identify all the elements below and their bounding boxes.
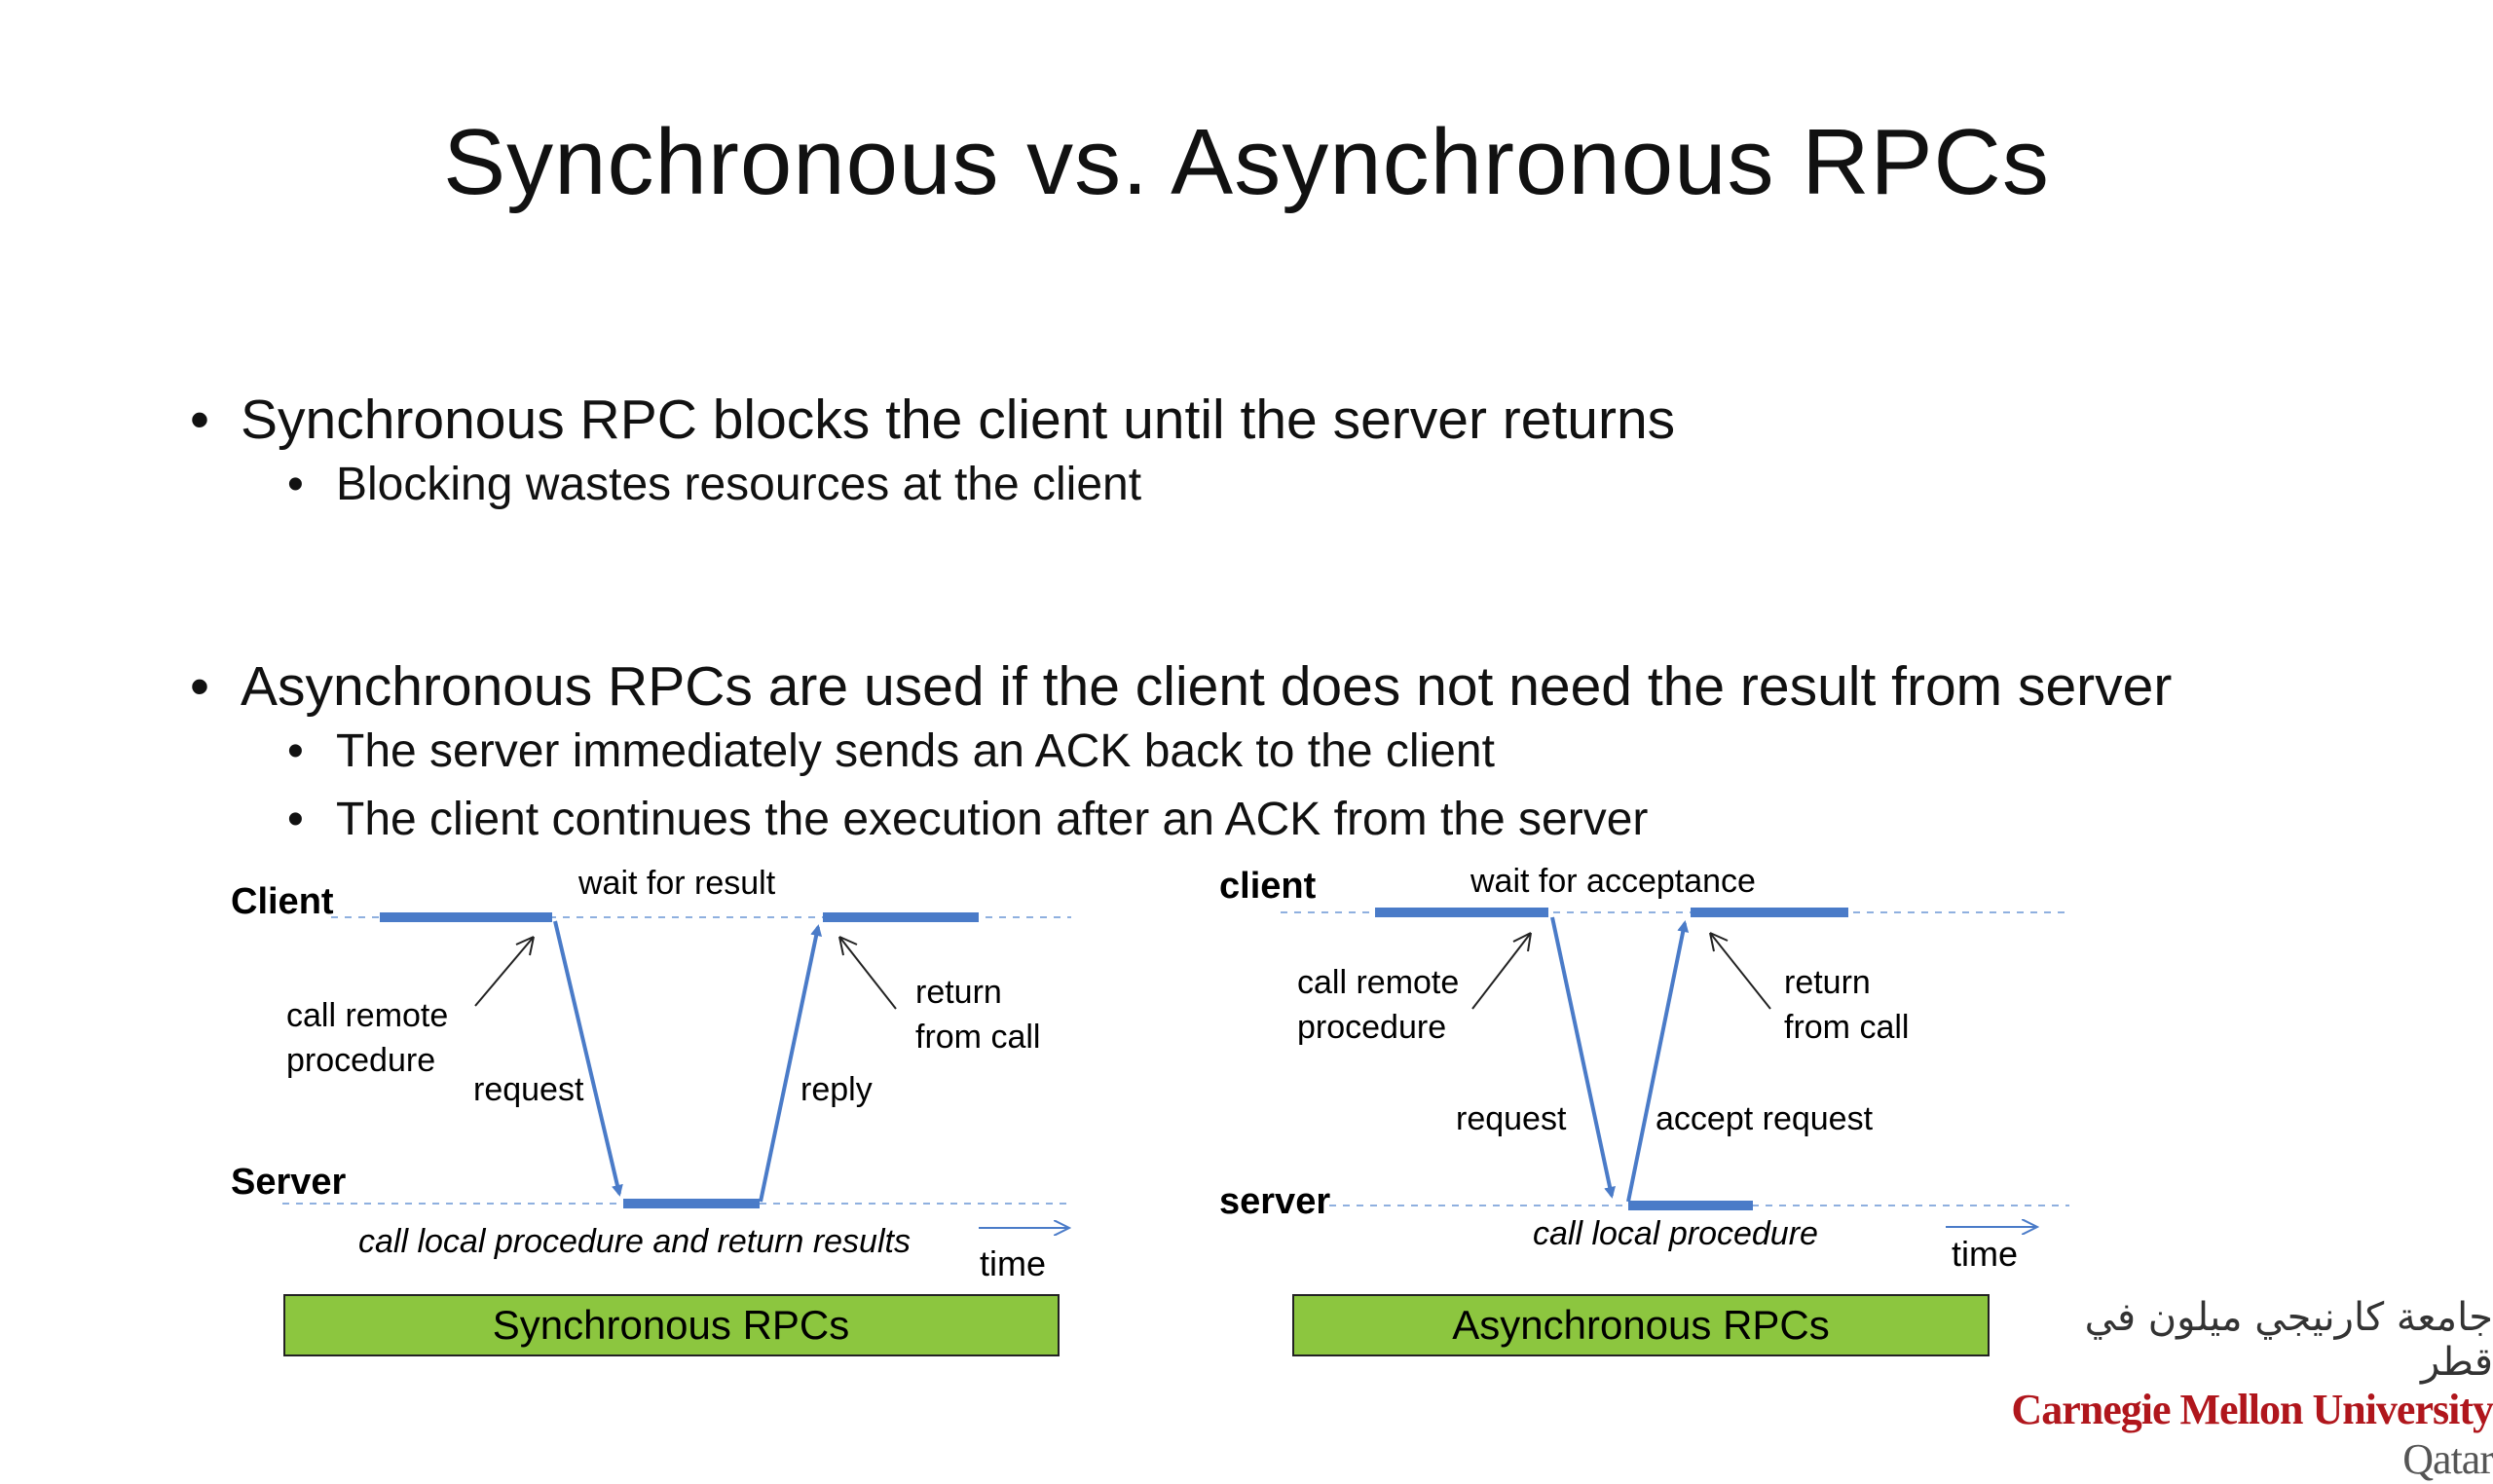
async-wait-label: wait for acceptance: [1470, 863, 1756, 900]
async-caption-box: [1292, 1294, 1990, 1356]
sync-client-label: Client: [231, 881, 334, 922]
async-call-label-2: procedure: [1297, 1009, 1446, 1046]
sync-diagram: Client Server wait for result call remot…: [231, 865, 1071, 1356]
async-call-pointer: [1471, 932, 1532, 1010]
slide-title: Synchronous vs. Asynchronous RPCs: [443, 110, 2050, 214]
sync-reply-arrow: [759, 924, 823, 1203]
subbullet-continue: The client continues the execution after…: [287, 790, 2381, 850]
logo-english-suffix: Qatar: [2402, 1435, 2493, 1483]
sync-reply-label: reply: [800, 1071, 873, 1108]
sync-caption: Synchronous RPCs: [493, 1302, 850, 1348]
bullet-async: Asynchronous RPCs are used if the client…: [190, 651, 2381, 722]
sync-return-pointer: [838, 936, 897, 1010]
async-return-label-2: from call: [1784, 1009, 1909, 1046]
async-request-arrow: [1550, 916, 1616, 1199]
async-accept-arrow: [1626, 920, 1690, 1203]
sync-call-pointer: [474, 936, 535, 1007]
sync-wait-label: wait for result: [577, 865, 776, 902]
async-server-label: server: [1219, 1181, 1330, 1222]
async-client-label: client: [1219, 866, 1317, 907]
logo-arabic: جامعة كارنيجي ميلون في قطر: [2084, 1295, 2493, 1385]
sync-server-note: call local procedure and return results: [358, 1223, 911, 1260]
sync-time-label: time: [980, 1243, 1046, 1283]
async-request-label: request: [1456, 1100, 1567, 1137]
async-caption: Asynchronous RPCs: [1452, 1302, 1830, 1348]
sync-request-arrow: [553, 920, 623, 1197]
cmu-qatar-logo: جامعة كارنيجي ميلون في قطر Carnegie Mell…: [2006, 1295, 2493, 1484]
sync-caption-box: [283, 1294, 1060, 1356]
async-accept-label: accept request: [1656, 1100, 1874, 1137]
rpc-diagrams: Client Server wait for result call remot…: [231, 863, 2069, 1356]
subbullet-ack: The server immediately sends an ACK back…: [287, 722, 2381, 782]
async-server-note: call local procedure: [1533, 1215, 1818, 1252]
bullet-sync: Synchronous RPC blocks the client until …: [190, 385, 2381, 455]
async-return-label-1: return: [1784, 964, 1871, 1001]
sync-return-label-1: return: [915, 974, 1002, 1011]
async-diagram: client server wait for acceptance call r…: [1219, 863, 2069, 1356]
bullet-list: Synchronous RPC blocks the client until …: [190, 385, 2381, 850]
sync-call-label-1: call remote: [286, 997, 448, 1034]
sync-call-label-2: procedure: [286, 1042, 435, 1079]
logo-english: Carnegie Mellon University Qatar: [2006, 1385, 2493, 1484]
sync-request-label: request: [473, 1071, 584, 1108]
logo-english-main: Carnegie Mellon University: [2011, 1386, 2493, 1433]
async-return-pointer: [1709, 932, 1771, 1010]
async-time-label: time: [1952, 1234, 2018, 1274]
async-call-label-1: call remote: [1297, 964, 1459, 1001]
sync-server-label: Server: [231, 1162, 347, 1203]
sync-return-label-2: from call: [915, 1019, 1040, 1056]
subbullet-blocking: Blocking wastes resources at the client: [287, 455, 2381, 515]
